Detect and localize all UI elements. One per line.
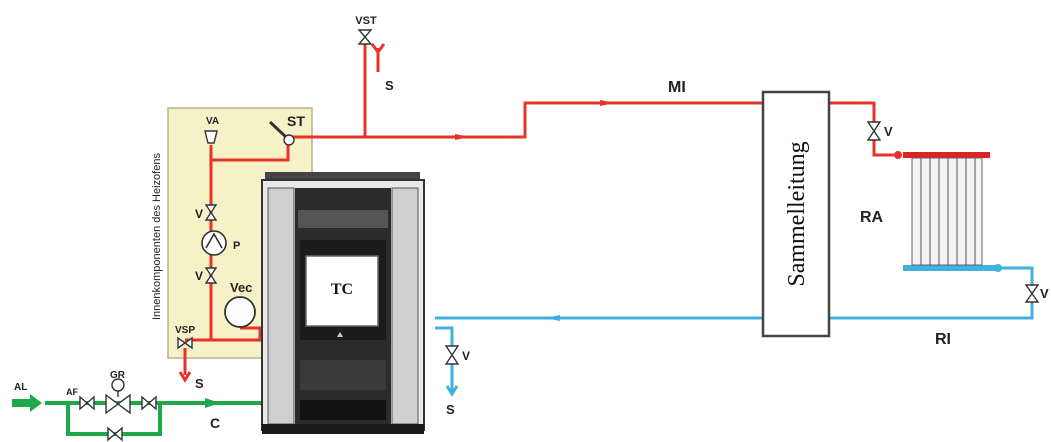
valve-icon [79, 395, 95, 411]
internal-components-label: Innenkomponenten des Heizofens [151, 153, 163, 320]
c-label: C [210, 415, 220, 431]
gr-label: GR [110, 370, 126, 381]
vec-label: Vec [230, 280, 252, 295]
mi-label: MI [668, 79, 686, 96]
vsp-label: VSP [175, 325, 195, 336]
supply-lines [183, 40, 898, 375]
expansion-vessel-icon [224, 296, 256, 328]
radiator [894, 151, 1002, 272]
valve-label: V [1040, 286, 1049, 301]
valves [79, 29, 1040, 442]
va-label: VA [206, 116, 219, 127]
pump-label: P [233, 240, 240, 252]
pressure-reducer-icon [105, 393, 131, 415]
flow-arrow-cold [205, 398, 220, 408]
stove-label: TC [331, 281, 353, 298]
thermostat-icon [283, 134, 295, 146]
drain-label: S [195, 376, 204, 391]
valve-icon [204, 204, 218, 221]
ra-label: RA [860, 209, 884, 226]
drain-label: S [446, 402, 455, 417]
safety-valve-icon [177, 336, 193, 350]
st-label: ST [287, 113, 305, 129]
return-lines [435, 266, 1034, 392]
af-label: AF [66, 387, 78, 397]
valve-icon [444, 345, 460, 365]
valve-label: V [462, 349, 470, 363]
valve-icon [204, 267, 218, 284]
al-label: AL [14, 382, 27, 393]
drain-icon [445, 385, 459, 397]
valve-label: V [195, 269, 203, 283]
stove [261, 172, 425, 434]
valve-label: V [884, 124, 893, 139]
air-vent-icon [204, 130, 218, 144]
flow-arrow-return [545, 315, 560, 321]
manifold-box [761, 90, 831, 338]
pump-icon [201, 230, 227, 256]
valve-label: V [195, 207, 203, 221]
flow-arrow-supply [455, 134, 470, 140]
drain-icon [178, 43, 386, 383]
valve-icon [107, 426, 123, 442]
valve-icon [866, 121, 882, 141]
drain-label: S [385, 78, 394, 93]
inlet-arrow [12, 394, 42, 412]
manifold-label: Sammelleitung [784, 141, 810, 286]
valve-icon [141, 395, 157, 411]
flow-arrow-supply [600, 100, 615, 106]
ri-label: RI [935, 331, 951, 348]
valve-icon [357, 29, 373, 45]
vst-label: VST [355, 15, 377, 27]
valve-icon [1024, 284, 1040, 303]
